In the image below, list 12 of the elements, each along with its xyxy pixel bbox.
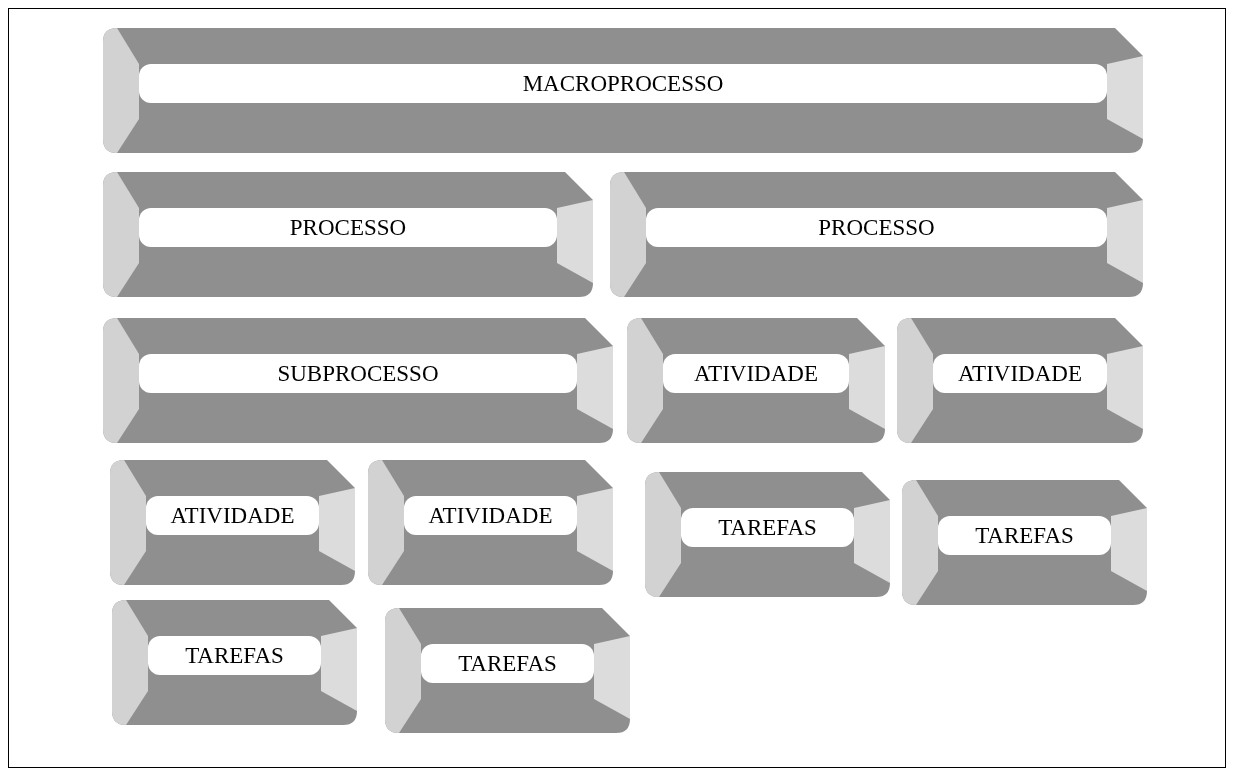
box-label: ATIVIDADE xyxy=(170,502,295,529)
box-label: MACROPROCESSO xyxy=(522,70,724,97)
box-label: PROCESSO xyxy=(289,214,407,241)
box-label: PROCESSO xyxy=(818,214,935,241)
box-label: SUBPROCESSO xyxy=(277,360,439,387)
box-label: TAREFAS xyxy=(975,522,1074,549)
box-label: TAREFAS xyxy=(718,514,817,541)
box-label: TAREFAS xyxy=(458,650,557,677)
box-label: ATIVIDADE xyxy=(958,360,1082,387)
box-label: ATIVIDADE xyxy=(694,360,818,387)
box-label: ATIVIDADE xyxy=(428,502,553,529)
box-label: TAREFAS xyxy=(185,642,284,669)
